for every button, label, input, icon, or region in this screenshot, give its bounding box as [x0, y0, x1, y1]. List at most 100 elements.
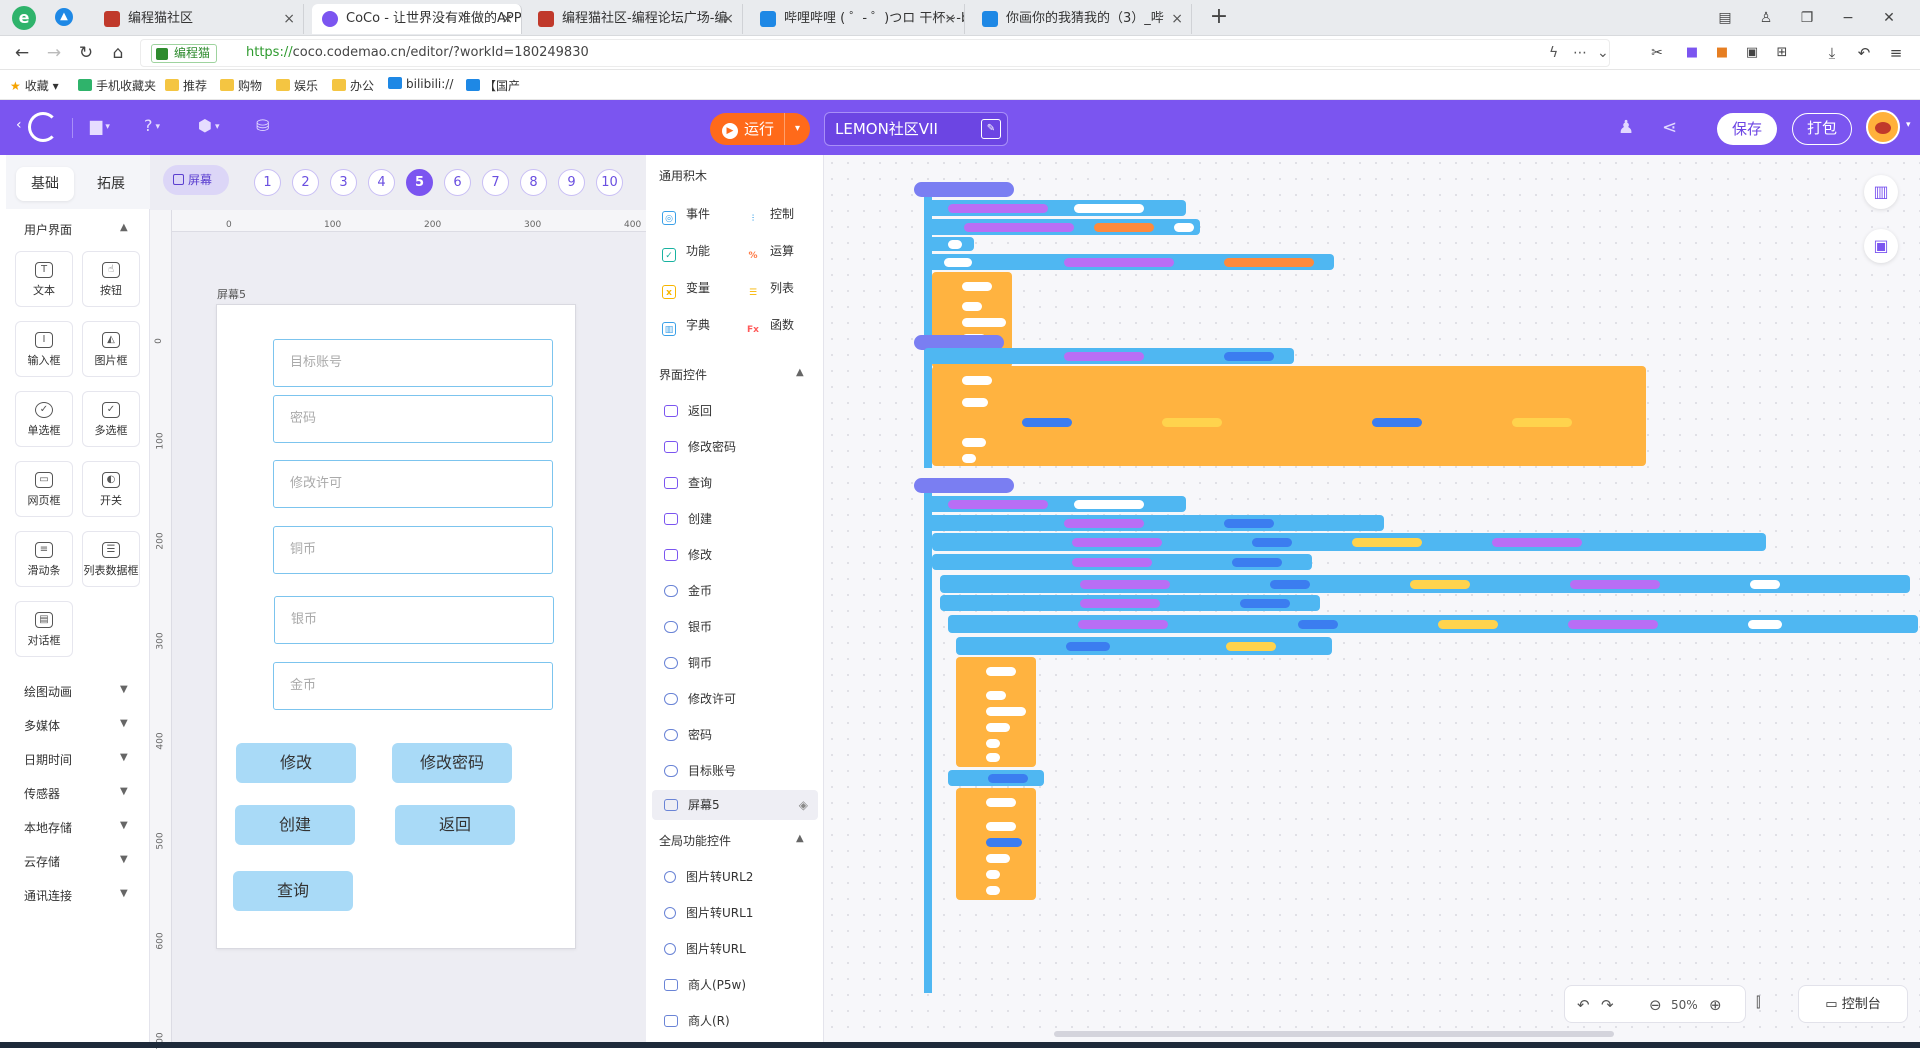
close-tab-icon[interactable]: ×: [283, 11, 295, 27]
section-media[interactable]: 多媒体: [24, 719, 61, 733]
control-item[interactable]: 铜币: [664, 654, 712, 671]
chevron-down-icon[interactable]: ▼: [120, 820, 128, 831]
code-block[interactable]: [940, 575, 1910, 593]
component-list-data[interactable]: ☰列表数据框: [82, 531, 140, 587]
bookmark-item[interactable]: 娱乐: [276, 77, 318, 94]
close-tab-icon[interactable]: ×: [722, 11, 734, 27]
database-icon[interactable]: ⛁: [256, 116, 270, 135]
scissors-icon[interactable]: ✂: [1651, 45, 1663, 61]
component-image[interactable]: ◭图片框: [82, 321, 140, 377]
zoom-in-icon[interactable]: ⊕: [1709, 996, 1722, 1014]
chevron-up-icon[interactable]: ▲: [796, 367, 804, 378]
align-icon[interactable]: ⫿: [1756, 995, 1761, 1011]
dialog-block[interactable]: [956, 788, 1036, 900]
global-controls-title[interactable]: 全局功能控件: [659, 834, 732, 848]
page-number[interactable]: 2: [292, 169, 319, 196]
global-control-item[interactable]: 图片转URL: [661, 940, 746, 958]
new-tab-button[interactable]: +: [1209, 4, 1229, 29]
settings-menu-icon[interactable]: ⬢▾: [198, 116, 220, 135]
code-block[interactable]: [924, 348, 1294, 364]
bookmark-item[interactable]: 购物: [220, 77, 262, 94]
component-radio[interactable]: ✓单选框: [15, 391, 73, 447]
control-item[interactable]: 修改: [664, 546, 712, 563]
reader-icon[interactable]: ▤: [1718, 10, 1732, 26]
event-hat-block[interactable]: [914, 182, 1014, 197]
minimize-icon[interactable]: −: [1842, 10, 1854, 26]
run-dropdown-icon[interactable]: ▾: [784, 113, 810, 145]
dialog-block[interactable]: [956, 657, 1036, 767]
category-list[interactable]: ☰列表: [746, 279, 794, 300]
page-number[interactable]: 8: [520, 169, 547, 196]
code-block[interactable]: [940, 595, 1320, 611]
component-dialog[interactable]: ▤对话框: [15, 601, 73, 657]
extension-icon[interactable]: ■: [1685, 45, 1699, 60]
chevron-down-icon[interactable]: ▼: [120, 854, 128, 865]
share-icon[interactable]: ⋖: [1662, 117, 1678, 138]
chevron-down-icon[interactable]: ▼: [120, 752, 128, 763]
control-item-screen[interactable]: 屏幕5◈: [652, 790, 818, 820]
lightning-icon[interactable]: ϟ: [1549, 45, 1559, 61]
query-button[interactable]: 查询: [233, 871, 353, 911]
component-slider[interactable]: ≡滑动条: [15, 531, 73, 587]
pack-button[interactable]: 打包: [1792, 113, 1852, 145]
global-control-item[interactable]: 商人(R): [664, 1012, 730, 1029]
home-icon[interactable]: ⌂: [112, 43, 124, 63]
page-number[interactable]: 7: [482, 169, 509, 196]
target-account-input[interactable]: 目标账号: [273, 339, 553, 387]
code-block[interactable]: [932, 554, 1312, 570]
control-item[interactable]: 返回: [664, 402, 712, 419]
file-menu-icon[interactable]: ▆▾: [90, 116, 110, 135]
close-tab-icon[interactable]: ×: [501, 11, 513, 27]
category-control[interactable]: ⫶控制: [746, 205, 794, 226]
reload-icon[interactable]: ↻: [78, 43, 94, 63]
page-number[interactable]: 9: [558, 169, 585, 196]
control-item[interactable]: 银币: [664, 618, 712, 635]
apps-icon[interactable]: ⊞: [1776, 45, 1788, 60]
bookmark-item[interactable]: 【国产: [466, 77, 520, 94]
control-item[interactable]: 密码: [664, 726, 712, 743]
code-block[interactable]: [924, 515, 1384, 531]
control-item[interactable]: 目标账号: [664, 762, 736, 779]
undo-icon[interactable]: ↶: [1857, 44, 1871, 62]
horizontal-scrollbar[interactable]: [1054, 1031, 1614, 1037]
collaborate-icon[interactable]: ♟: [1618, 117, 1635, 138]
bookmark-item[interactable]: 办公: [332, 77, 374, 94]
back-icon[interactable]: ←: [14, 43, 30, 63]
undo-icon[interactable]: ↶: [1577, 996, 1590, 1014]
component-switch[interactable]: ◐开关: [82, 461, 140, 517]
coco-logo-icon[interactable]: [28, 112, 58, 142]
browser-tab-active[interactable]: CoCo - 让世界没有难做的APP×: [312, 4, 522, 34]
code-block[interactable]: [924, 496, 1186, 512]
code-block[interactable]: [932, 533, 1766, 551]
page-number[interactable]: 6: [444, 169, 471, 196]
menu-icon[interactable]: ≡: [1889, 44, 1903, 62]
close-window-icon[interactable]: ✕: [1883, 10, 1895, 26]
download-icon[interactable]: ⤓: [1828, 44, 1836, 62]
pinned-tab-icon[interactable]: ▲: [55, 8, 73, 26]
avatar[interactable]: [1866, 110, 1900, 144]
page-number[interactable]: 3: [330, 169, 357, 196]
code-block[interactable]: [924, 219, 1200, 235]
bookmark-item[interactable]: 推荐: [165, 77, 207, 94]
global-control-item[interactable]: 图片转URL1: [661, 904, 753, 922]
browser-tab[interactable]: 哔哩哔哩 ( ゜- ゜)つロ 干杯~-b×: [750, 4, 965, 34]
event-hat-block[interactable]: [914, 478, 1014, 493]
page-number[interactable]: 4: [368, 169, 395, 196]
zoom-out-icon[interactable]: ⊖: [1649, 996, 1662, 1014]
more-icon[interactable]: ⋯: [1573, 45, 1587, 61]
chevron-down-icon[interactable]: ▼: [120, 786, 128, 797]
layers-icon[interactable]: ◈: [798, 798, 808, 812]
bookmark-favorites[interactable]: ★收藏 ▾: [10, 79, 59, 93]
create-button[interactable]: 创建: [235, 805, 355, 845]
section-user-interface[interactable]: 用户界面: [24, 223, 73, 237]
return-button[interactable]: 返回: [395, 805, 515, 845]
close-tab-icon[interactable]: ×: [1171, 11, 1183, 27]
shirt-icon[interactable]: ♙: [1759, 10, 1773, 26]
page-number[interactable]: 1: [254, 169, 281, 196]
forward-icon[interactable]: →: [46, 43, 62, 63]
chevron-down-icon[interactable]: ⌄: [1597, 45, 1609, 61]
code-workspace[interactable]: ▥ ▣ ↶ ↷ ⊖ 50% ⊕ ⫿ ▭ 控制台: [824, 155, 1920, 1048]
